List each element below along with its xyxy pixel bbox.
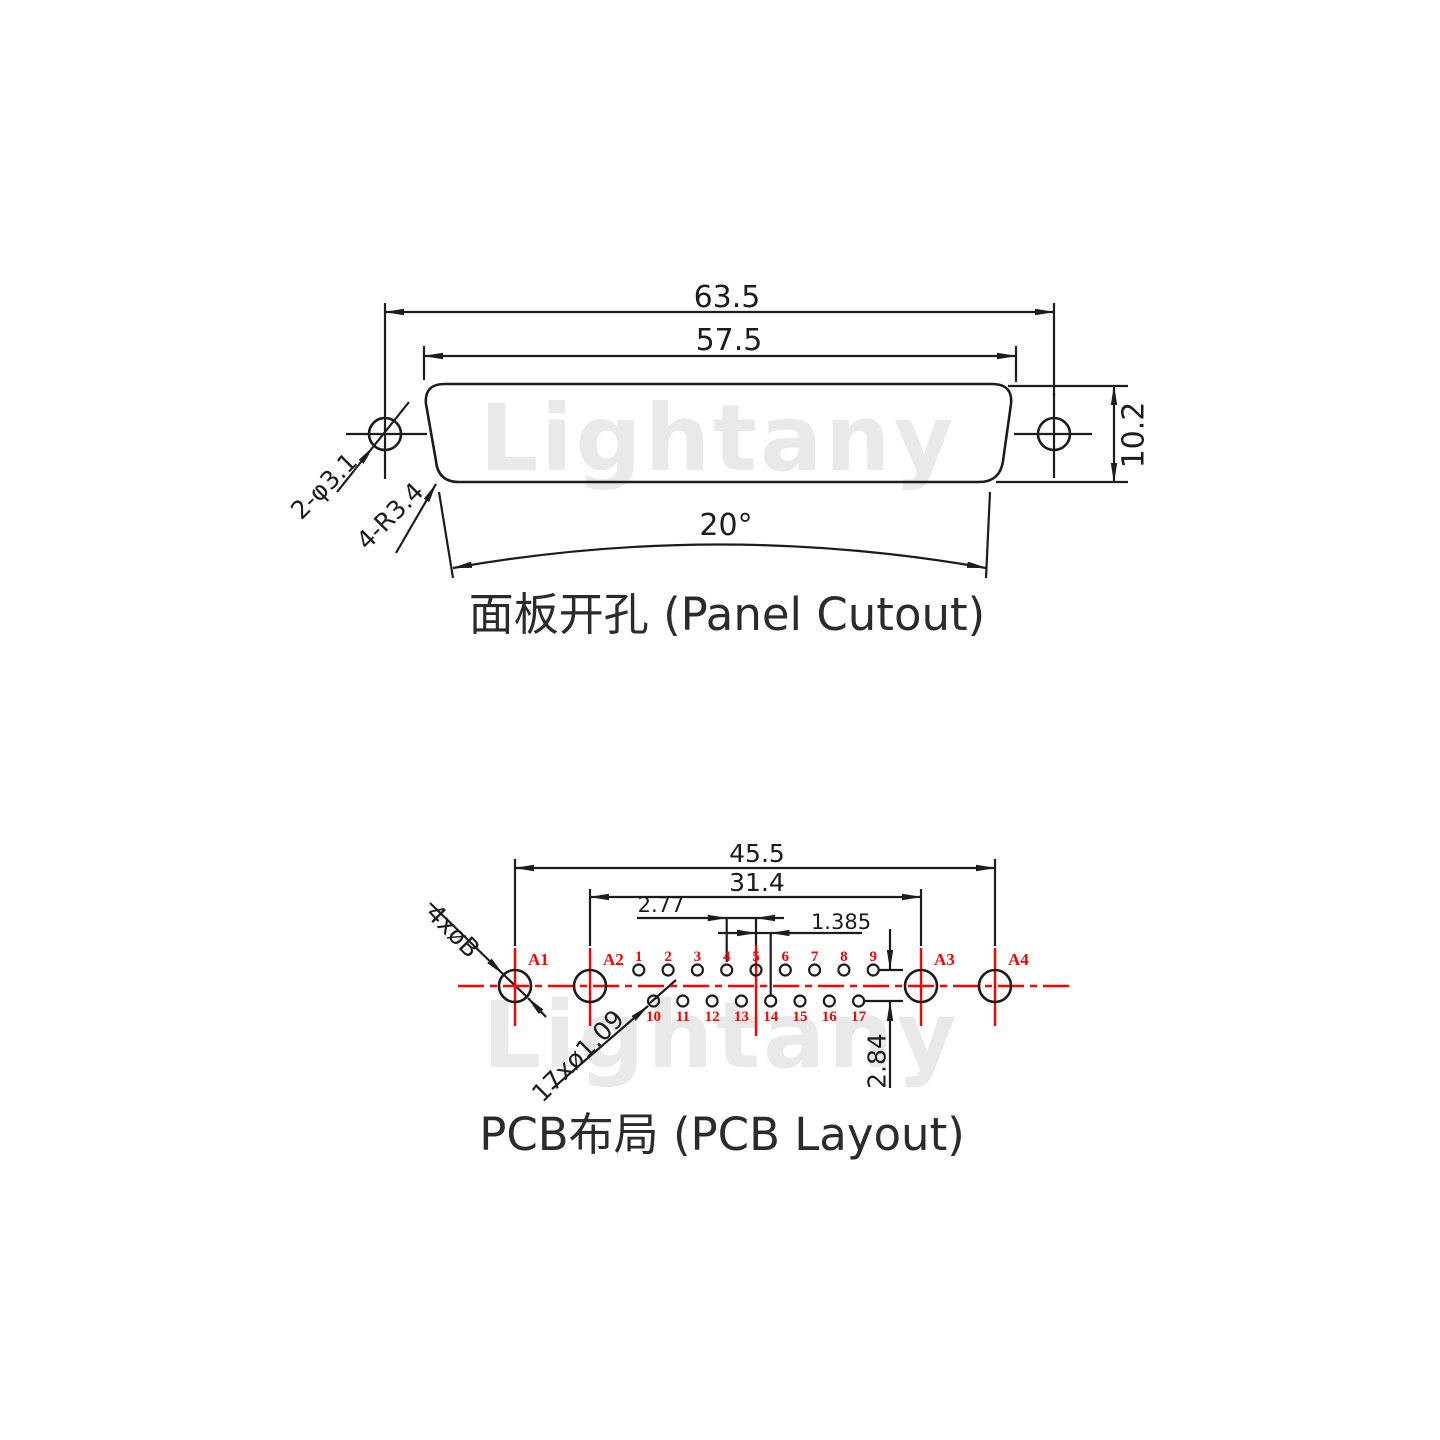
pin-label-15: 15 bbox=[793, 1009, 808, 1025]
dim-2-84-label: 2.84 bbox=[863, 1033, 892, 1089]
pin-9 bbox=[866, 963, 880, 977]
coax-label-A3: A3 bbox=[934, 950, 955, 969]
leader-holes-arrow bbox=[336, 446, 374, 493]
leader-coax-arrow-lower bbox=[527, 997, 547, 1018]
pin-label-8: 8 bbox=[840, 949, 848, 965]
dim-31-4-label: 31.4 bbox=[729, 868, 785, 897]
pin-17 bbox=[851, 994, 866, 1008]
dim-63-5-label: 63.5 bbox=[694, 280, 761, 315]
pin-1 bbox=[632, 963, 646, 977]
pin-8 bbox=[837, 963, 851, 977]
dim-10-2-label: 10.2 bbox=[1117, 402, 1152, 469]
pin-label-3: 3 bbox=[694, 949, 702, 965]
dim-1-385-label: 1.385 bbox=[811, 910, 871, 934]
dim-57-5-label: 57.5 bbox=[696, 323, 763, 358]
pin-label-9: 9 bbox=[869, 949, 877, 965]
dim-45-5-label: 45.5 bbox=[729, 839, 785, 868]
dim-angle-arc bbox=[452, 543, 987, 570]
leader-pins-arrow bbox=[551, 1005, 649, 1090]
leader-pins-through bbox=[649, 979, 677, 1004]
pin-label-5: 5 bbox=[752, 949, 760, 965]
panel-view-title: 面板开孔 (Panel Cutout) bbox=[469, 588, 985, 641]
pin-label-13: 13 bbox=[734, 1009, 749, 1025]
pcb-layout-view: 45.5 31.4 2.77 1.385 2.84 4xøB 17xø1.09 bbox=[420, 839, 1070, 1161]
dim-angle-label: 20° bbox=[699, 508, 752, 543]
coax-hole-A2 bbox=[572, 968, 608, 1004]
pin-label-2: 2 bbox=[664, 949, 672, 965]
panel-cutout-view: 63.5 57.5 10.2 2-φ3.1 4-R3.4 20° bbox=[285, 280, 1151, 641]
coax-hole-A3 bbox=[903, 968, 939, 1004]
pin-2 bbox=[661, 963, 675, 977]
pin-13 bbox=[734, 994, 749, 1008]
pin-16 bbox=[822, 994, 836, 1008]
leader-coax-arrow-upper bbox=[429, 902, 504, 975]
pin-label-10: 10 bbox=[646, 1009, 661, 1025]
pin-4 bbox=[720, 963, 734, 977]
pin-label-1: 1 bbox=[635, 949, 643, 965]
pin-label-11: 11 bbox=[676, 1009, 690, 1025]
pin-label-4: 4 bbox=[723, 949, 731, 965]
pin-label-12: 12 bbox=[705, 1009, 720, 1025]
pin-10 bbox=[646, 994, 661, 1008]
pin-3 bbox=[690, 963, 705, 977]
leader-holes-tail bbox=[372, 401, 410, 448]
coax-label-A4: A4 bbox=[1008, 950, 1029, 969]
pin-5 bbox=[749, 963, 763, 977]
watermark-top: Lightany bbox=[479, 385, 956, 492]
dim-angle-ext-left bbox=[437, 491, 455, 579]
pin-11 bbox=[676, 994, 690, 1008]
coax-hole-A1 bbox=[497, 968, 533, 1004]
leader-radius-arrow bbox=[395, 483, 437, 554]
coax-holes: A1 A2 A3 A4 bbox=[497, 950, 1029, 1004]
pin-label-6: 6 bbox=[782, 949, 790, 965]
coax-label-A2: A2 bbox=[603, 950, 624, 969]
pin-label-14: 14 bbox=[763, 1009, 779, 1025]
dim-2-77-label: 2.77 bbox=[638, 893, 685, 917]
pin-label-7: 7 bbox=[811, 949, 819, 965]
pin-6 bbox=[778, 963, 792, 977]
coax-hole-A4 bbox=[977, 968, 1013, 1004]
panel-cutout-outline bbox=[424, 382, 1013, 484]
pcb-view-title: PCB布局 (PCB Layout) bbox=[479, 1108, 965, 1161]
pin-15 bbox=[793, 994, 807, 1008]
watermark-bottom: Lightany bbox=[482, 982, 959, 1089]
pin-14 bbox=[764, 994, 778, 1008]
pin-label-16: 16 bbox=[822, 1009, 838, 1025]
coax-label-A1: A1 bbox=[528, 950, 549, 969]
pin-label-17: 17 bbox=[851, 1009, 867, 1025]
pin-12 bbox=[705, 994, 719, 1008]
pin-7 bbox=[807, 963, 822, 977]
